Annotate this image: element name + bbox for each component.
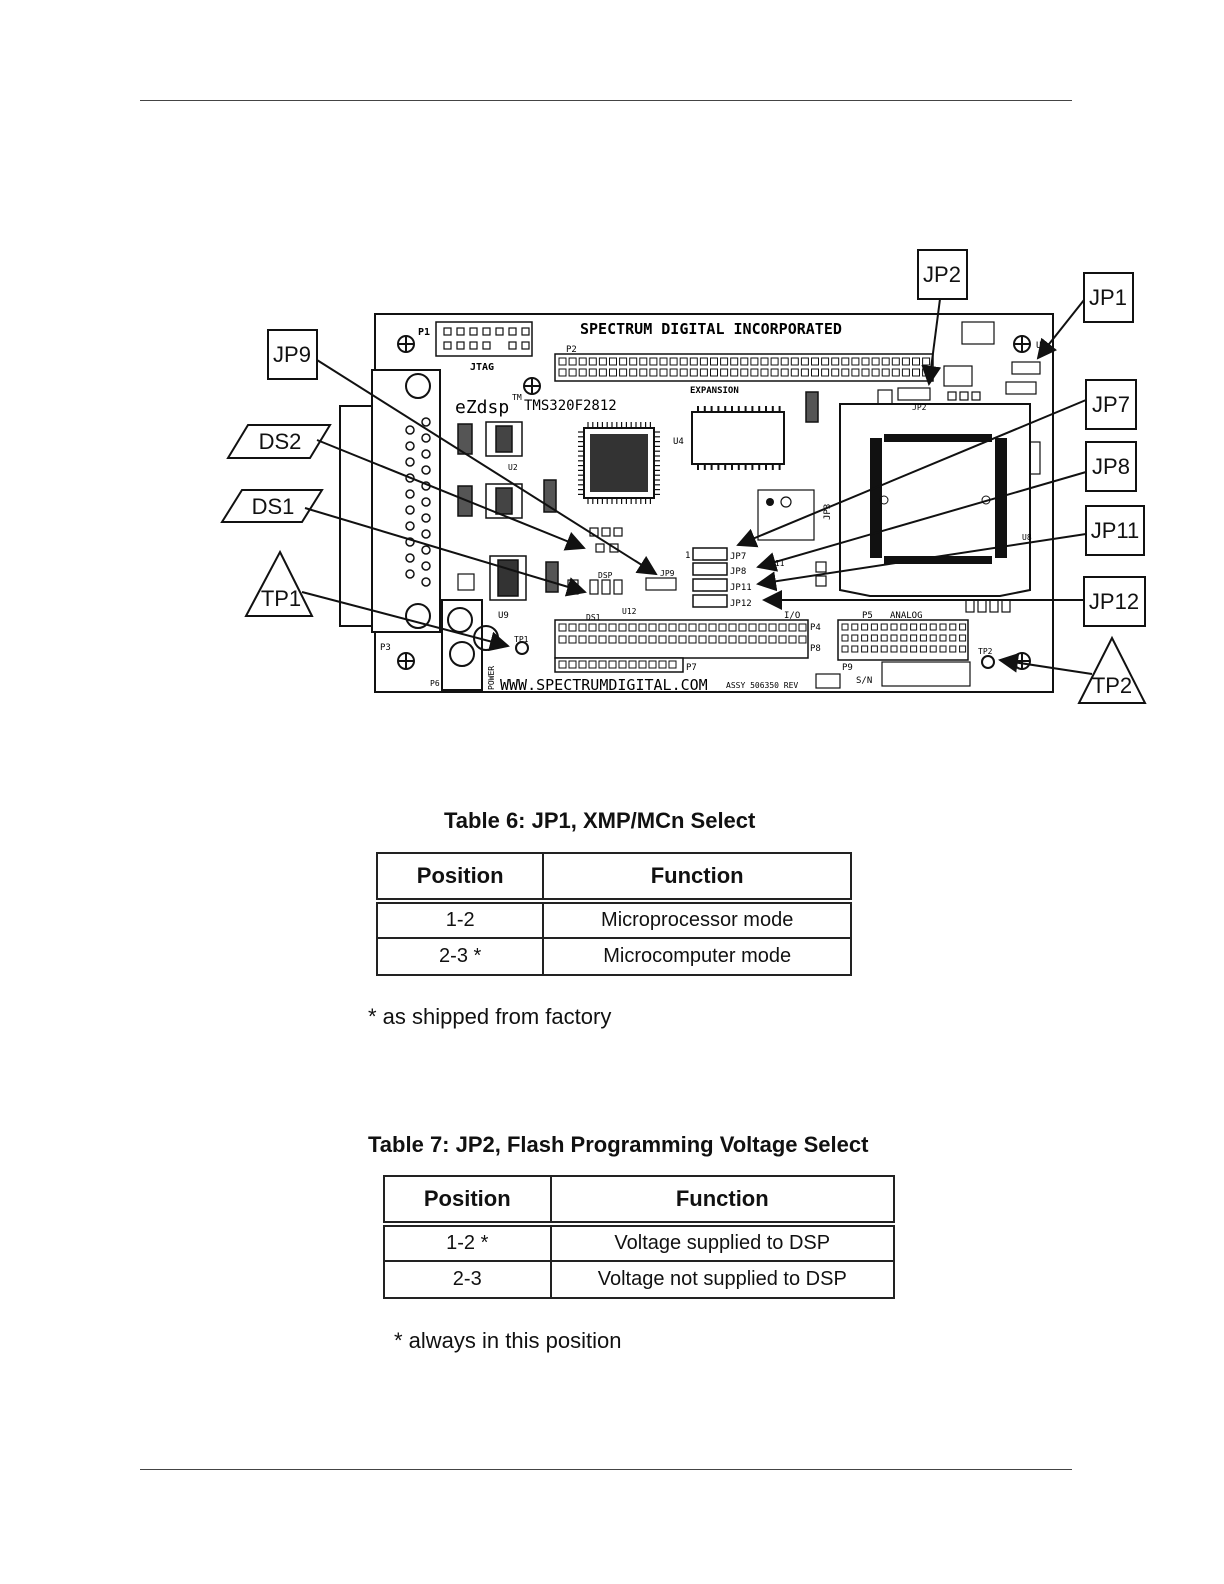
svg-text:P4: P4 [810, 623, 821, 633]
table6: Position Function 1-2 Microprocessor mod… [375, 852, 852, 976]
table7-note: * always in this position [394, 1328, 622, 1353]
svg-text:DS2: DS2 [259, 429, 302, 454]
u4-chip [691, 406, 785, 470]
svg-text:U2: U2 [508, 463, 518, 472]
svg-text:JP11: JP11 [1091, 518, 1140, 543]
ds2-callout [226, 424, 332, 459]
ds1-callout [220, 489, 324, 523]
svg-text:S/N: S/N [856, 676, 872, 686]
svg-text:JP3: JP3 [823, 504, 833, 520]
p2-connector [339, 405, 373, 627]
svg-text:DS1: DS1 [252, 494, 295, 519]
svg-text:U8: U8 [1022, 533, 1032, 542]
svg-text:DSP: DSP [598, 571, 613, 580]
svg-text:JP12: JP12 [730, 599, 752, 609]
dsp-chip [578, 422, 660, 504]
svg-text:TP1: TP1 [514, 635, 529, 644]
svg-text:JP2: JP2 [912, 403, 927, 412]
table7-cell-function: Voltage supplied to DSP [549, 1223, 896, 1262]
svg-text:JP1: JP1 [1089, 285, 1127, 310]
svg-text:JP7: JP7 [1092, 392, 1130, 417]
tp2-testpoint [981, 655, 995, 669]
small-chips [457, 391, 819, 601]
table7-cell-position: 2-3 [383, 1260, 552, 1299]
svg-text:P8: P8 [810, 644, 821, 654]
part-label: TMS320F2812 [524, 398, 617, 414]
svg-text:P2: P2 [566, 345, 577, 355]
expansion-label: EXPANSION [690, 386, 739, 396]
svg-text:P5: P5 [862, 611, 873, 621]
svg-text:P9: P9 [842, 663, 853, 673]
card-socket [839, 403, 1031, 597]
table7-header-function: Function [549, 1175, 896, 1227]
svg-text:JP12: JP12 [1089, 589, 1139, 614]
jumper-block [692, 547, 728, 608]
jp11-callout [1085, 505, 1145, 556]
tp1-callout [244, 549, 314, 617]
svg-text:U9: U9 [498, 611, 509, 621]
svg-text:P6: P6 [430, 679, 440, 688]
svg-text:TP2: TP2 [978, 647, 993, 656]
table6-cell-position: 2-3 * [375, 937, 545, 976]
jp8-callout [1085, 441, 1137, 492]
board-diagram: P1 JTAG SPECTRUM DIGITAL INCORPORATED P2… [220, 249, 1147, 704]
svg-text:JP8: JP8 [730, 567, 746, 577]
svg-text:TP1: TP1 [261, 586, 301, 611]
svg-text:P3: P3 [380, 643, 391, 653]
svg-text:ANALOG: ANALOG [890, 611, 923, 621]
tp2-callout [1077, 635, 1147, 704]
tp1-testpoint [515, 641, 529, 655]
svg-text:JP11: JP11 [730, 583, 752, 593]
website-label: WWW.SPECTRUMDIGITAL.COM [500, 676, 708, 694]
p1-label: P1 [418, 327, 430, 338]
table6-note: * as shipped from factory [368, 1004, 612, 1029]
svg-text:1: 1 [685, 551, 690, 561]
assy-label: ASSY 506350 REV [726, 681, 798, 690]
svg-text:U12: U12 [622, 607, 637, 616]
table7: Position Function 1-2 * Voltage supplied… [383, 1175, 896, 1299]
svg-text:JP7: JP7 [730, 552, 746, 562]
svg-text:JP9: JP9 [273, 342, 311, 367]
footer-rule [140, 1469, 1072, 1470]
svg-text:P7: P7 [686, 663, 697, 673]
header-rule [140, 100, 1072, 101]
jp1-callout [1083, 272, 1134, 323]
mounting-holes [397, 335, 1031, 670]
table6-header-function: Function [542, 852, 852, 904]
jp7-callout [1085, 379, 1137, 430]
jp2-callout [917, 249, 968, 300]
table6-cell-function: Microprocessor mode [542, 900, 852, 939]
table7-cell-function: Voltage not supplied to DSP [549, 1260, 896, 1299]
svg-text:DS1: DS1 [586, 613, 601, 622]
svg-text:JP9: JP9 [660, 569, 675, 578]
svg-text:POWER: POWER [487, 666, 496, 690]
table6-header-position: Position [375, 852, 545, 904]
table7-cell-position: 1-2 * [383, 1223, 552, 1262]
table7-title: Table 7: JP2, Flash Programming Voltage … [368, 1132, 869, 1157]
table6-cell-function: Microcomputer mode [542, 937, 852, 976]
table6-title: Table 6: JP1, XMP/MCn Select [444, 808, 756, 833]
jp9-callout [267, 329, 318, 380]
svg-text:JP8: JP8 [1092, 454, 1130, 479]
svg-text:I/O: I/O [784, 611, 800, 621]
svg-text:TP2: TP2 [1092, 673, 1132, 698]
table7-header-position: Position [383, 1175, 552, 1227]
product-label: eZdsp [455, 397, 509, 418]
svg-text:TM: TM [512, 393, 522, 402]
leader-arrows [301, 298, 1093, 675]
company-label: SPECTRUM DIGITAL INCORPORATED [580, 320, 842, 338]
svg-text:U4: U4 [673, 437, 684, 447]
p2-pins [405, 417, 431, 587]
jp12-callout [1083, 576, 1146, 627]
table6-cell-position: 1-2 [375, 900, 545, 939]
jtag-label: JTAG [470, 362, 494, 373]
svg-text:JP2: JP2 [923, 262, 961, 287]
jtag-header [435, 321, 533, 357]
